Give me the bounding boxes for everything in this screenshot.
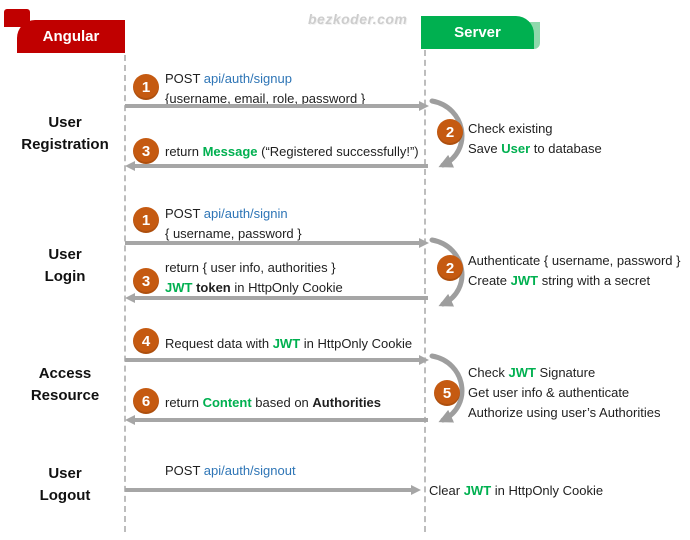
step-badge-registration-server: 2	[437, 119, 463, 145]
section-user-login: User Login	[44, 246, 86, 285]
step-badge-login-response: 3	[133, 268, 159, 294]
logout-server-text: Clear JWT in HttpOnly Cookie	[429, 483, 604, 498]
arrowhead-right-icon	[419, 355, 429, 365]
section-user-registration: User Registration	[21, 114, 109, 153]
section-user-logout: User Logout	[39, 465, 91, 504]
login-server-text: Authenticate { username, password } Crea…	[468, 253, 681, 288]
login-request-arrow	[125, 238, 429, 248]
arrowhead-left-icon	[125, 161, 135, 171]
access-response-arrow	[125, 415, 428, 425]
step-badge-login-server: 2	[437, 255, 463, 281]
registration-request-text: POST api/auth/signup {username, email, r…	[165, 71, 366, 106]
watermark: bezkoder.com	[308, 11, 408, 27]
logout-request-arrow	[125, 485, 421, 495]
step-badge-registration-request: 1	[133, 74, 159, 100]
step-badge-login-request: 1	[133, 207, 159, 233]
actor-angular-label: Angular	[42, 28, 100, 45]
login-response-text: return { user info, authorities } JWT to…	[165, 260, 343, 295]
logout-request-text: POST api/auth/signout	[165, 463, 296, 478]
server-self-arrow-access	[429, 353, 465, 423]
registration-response-arrow	[125, 161, 428, 171]
registration-server-text: Check existing Save User to database	[468, 121, 602, 156]
arrowhead-right-icon	[411, 485, 421, 495]
step-badge-access-request: 4	[133, 328, 159, 354]
access-request-arrow	[125, 355, 429, 365]
actor-server-label: Server	[454, 24, 501, 41]
arrowhead-left-icon	[125, 415, 135, 425]
access-request-text: Request data with JWT in HttpOnly Cookie	[165, 336, 413, 351]
arrowhead-left-icon	[125, 293, 135, 303]
registration-request-arrow	[125, 101, 429, 111]
access-server-text: Check JWT Signature Get user info & auth…	[468, 365, 661, 420]
actor-angular-banner: Angular	[17, 20, 125, 53]
section-access-resource: Access Resource	[30, 365, 100, 404]
step-badge-registration-response: 3	[133, 138, 159, 164]
arrowhead-right-icon	[419, 238, 429, 248]
step-badge-access-response: 6	[133, 388, 159, 414]
actor-server-banner: Server	[421, 16, 534, 49]
registration-response-text: return Message (“Registered successfully…	[165, 144, 419, 159]
arrowhead-right-icon	[419, 101, 429, 111]
login-response-arrow	[125, 293, 428, 303]
server-lifeline	[424, 50, 426, 532]
step-badge-access-server: 5	[434, 380, 460, 406]
login-request-text: POST api/auth/signin { username, passwor…	[165, 206, 302, 241]
access-response-text: return Content based on Authorities	[165, 395, 382, 410]
